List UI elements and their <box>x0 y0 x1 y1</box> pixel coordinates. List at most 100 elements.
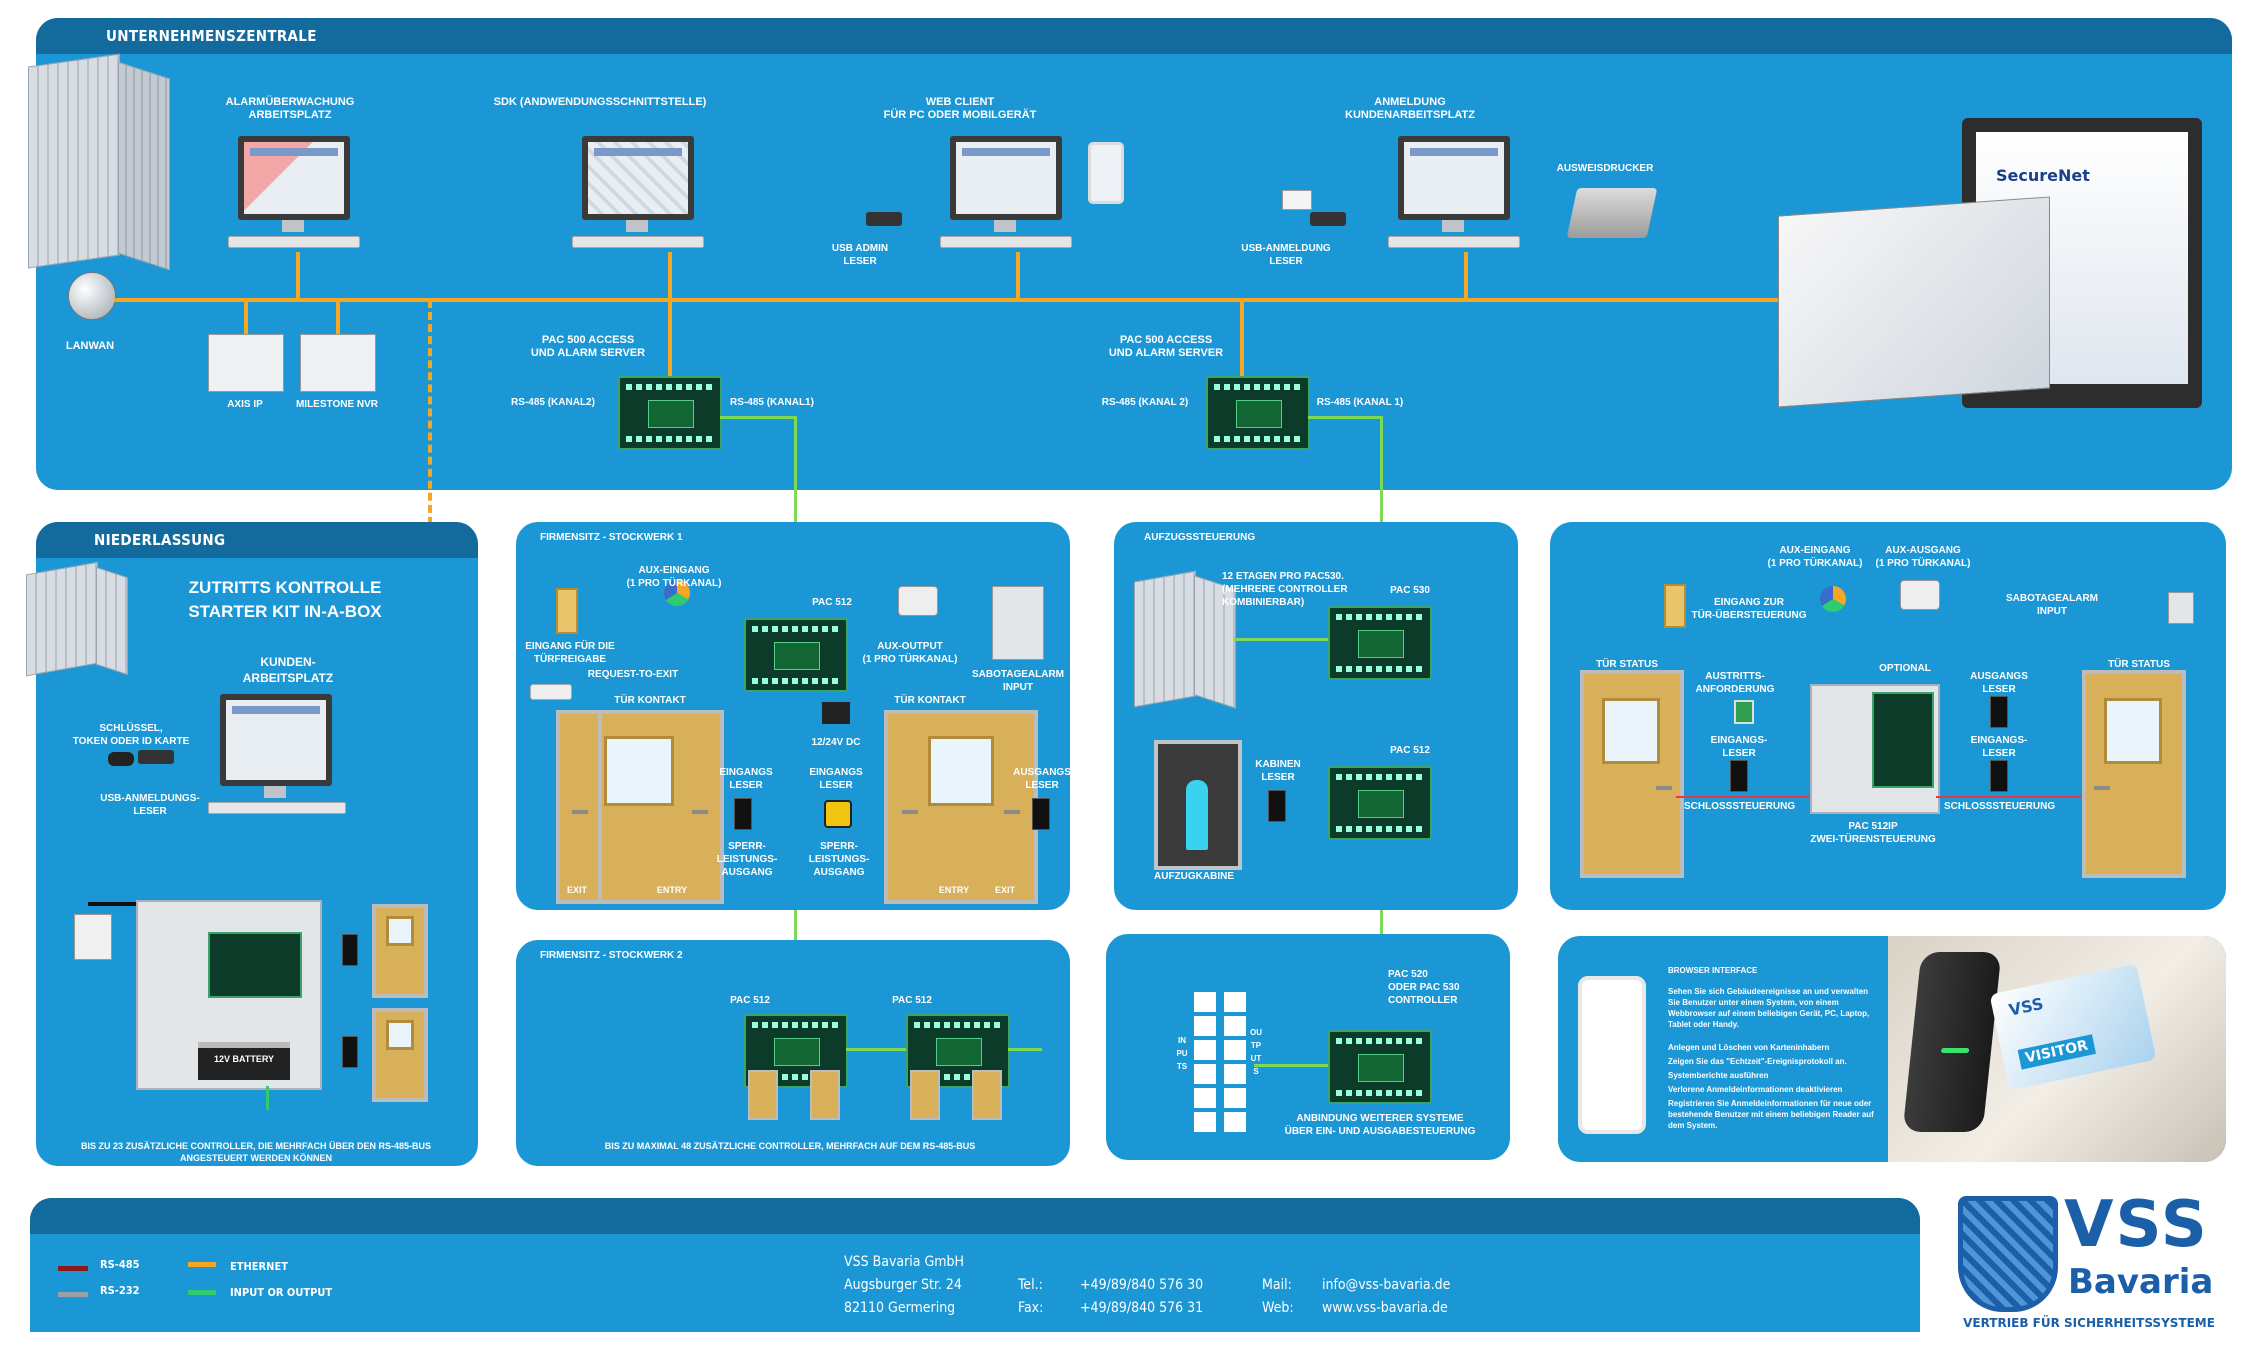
id-card-icon <box>1282 190 1312 210</box>
branch-door-2 <box>372 1008 428 1102</box>
schloss2-label: SCHLOSSSTEUERUNG <box>1944 801 2056 812</box>
panel-title: NIEDERLASSUNG <box>94 531 226 549</box>
lock-icon <box>824 800 852 828</box>
entry2-label: ENTRY <box>938 885 970 895</box>
reader-icon <box>342 934 358 966</box>
aux-input-icon <box>664 580 690 606</box>
pac512ip-enclosure <box>1810 684 1940 814</box>
rte-label: REQUEST-TO-EXIT <box>587 669 679 680</box>
pac512ip-label: PAC 512IP ZWEI-TÜRENSTEUERUNG <box>1810 821 1936 845</box>
door-release-icon <box>556 588 578 634</box>
pac512-aufzug-label: PAC 512 <box>1390 745 1430 756</box>
branch-building-side <box>96 566 128 676</box>
outputs-label: OUTPUTS <box>1250 1028 1262 1076</box>
eth-drop-web <box>1016 252 1020 300</box>
wall-reader <box>1902 952 2002 1132</box>
bullet-item: Systemberichte ausführen <box>1668 1071 1769 1080</box>
stock2-note: BIS ZU MAXIMAL 48 ZUSÄTZLICHE CONTROLLER… <box>604 1141 976 1151</box>
inputs-label: INPUTS <box>1176 1036 1188 1071</box>
logo-bavaria: Bavaria <box>2068 1262 2214 1302</box>
bullet-item: Verlorene Anmeldeinformationen deaktivie… <box>1668 1085 1843 1094</box>
company-city: 82110 Germering <box>844 1300 956 1316</box>
rs485-run-1-h <box>720 416 796 419</box>
pac520-controller <box>1328 1030 1432 1104</box>
entry1-label: ENTRY <box>656 885 688 895</box>
person-icon <box>1186 780 1208 850</box>
mail-link[interactable]: info@vss-bavaria.de <box>1322 1277 1451 1293</box>
legend-rs485: RS-485 <box>100 1258 140 1271</box>
web-link[interactable]: www.vss-bavaria.de <box>1322 1300 1448 1316</box>
web-label: Web: <box>1262 1300 1294 1316</box>
browser-bullets: Anlegen und Löschen von Karteninhabern Z… <box>1668 1042 1878 1131</box>
pac512a-label: PAC 512 <box>730 995 770 1006</box>
door-divider <box>598 710 602 904</box>
sdk-label: SDK (ANDWENDUNGSSCHNITTSTELLE) <box>493 96 707 108</box>
kabinen-leser-label: KABINEN LESER <box>1255 759 1301 783</box>
anmeldung-label: ANMELDUNG KUNDENARBEITSPLATZ <box>1345 96 1475 121</box>
etagen-link <box>1234 638 1328 641</box>
sabotage-label: SABOTAGEALARM INPUT <box>971 669 1065 693</box>
web-client-label: WEB CLIENT FÜR PC ODER MOBILGERÄT <box>883 96 1037 121</box>
exit-reader <box>1032 798 1050 830</box>
panel-io <box>1106 934 1510 1160</box>
battery-arrow-icon <box>266 1086 269 1110</box>
milestone-label: MILESTONE NVR <box>295 399 379 410</box>
elevator-cabin <box>1154 740 1242 870</box>
footer-strip <box>30 1198 1920 1234</box>
power-supply-icon <box>822 702 850 724</box>
austritt-label: AUSTRITTS- ANFORDERUNG <box>1695 671 1775 695</box>
usb-admin-reader-icon <box>866 212 902 226</box>
eth-drop-anmeldung <box>1464 252 1468 300</box>
pac512-aufzug <box>1328 766 1432 840</box>
browser-intro: Sehen Sie sich Gebäudeereignisse an und … <box>1668 987 1870 1029</box>
smartphone-icon <box>1088 142 1124 204</box>
browser-photo: VSS VISITOR <box>1888 936 2226 1162</box>
usb-anmeldung-label: USB-ANMELDUNG LESER <box>1241 243 1331 267</box>
battery-label: 12V BATTERY <box>213 1054 274 1064</box>
stockwerk2-title: FIRMENSITZ - STOCKWERK 2 <box>540 950 683 961</box>
alarm-workstation-label: ALARMÜBERWACHUNG ARBEITSPLATZ <box>225 96 355 121</box>
branch-building <box>26 561 98 677</box>
hq-building-side <box>118 61 170 271</box>
usb-anmeldung-reader-icon <box>1310 212 1346 226</box>
card-brand: VSS <box>2007 993 2046 1020</box>
legend-rs232: RS-232 <box>100 1284 140 1297</box>
siren-icon <box>1900 580 1940 610</box>
eth-drop-milestone <box>336 300 340 336</box>
phone-icon <box>1578 976 1646 1134</box>
eingangsleser2-label: EINGANGS LESER <box>809 767 863 791</box>
door-exit-entry-1 <box>556 710 724 904</box>
mini-door <box>910 1070 940 1120</box>
sperr2-label: SPERR- LEISTUNGS- AUSGANG <box>808 841 870 878</box>
pac500-controller-1 <box>618 376 722 450</box>
pac512ip-board <box>1872 692 1934 788</box>
hq-building <box>28 53 120 269</box>
ausweisdrucker-label: AUSWEISDRUCKER <box>1556 163 1654 174</box>
fax-value: +49/89/840 576 31 <box>1080 1300 1204 1316</box>
rs485-k2-label-a: RS-485 (KANAL2) <box>511 397 595 408</box>
aux-output-label: AUX-OUTPUT (1 PRO TÜRKANAL) <box>862 641 958 665</box>
sabotage-switch-icon <box>2168 592 2194 624</box>
exit2-label: EXIT <box>994 885 1015 895</box>
tel-label: Tel.: <box>1018 1277 1043 1293</box>
token-icon <box>108 752 134 766</box>
anbindung-label: ANBINDUNG WEITERER SYSTEME ÜBER EIN- UND… <box>1284 1113 1476 1137</box>
elevator-building <box>1134 570 1196 708</box>
entry-reader-1 <box>734 798 752 830</box>
door-release-icon <box>1664 584 1686 628</box>
legend-io-swatch <box>188 1290 216 1295</box>
legend-ethernet-swatch <box>188 1262 216 1267</box>
sabotage2-label: SABOTAGEALARM INPUT <box>2005 593 2099 617</box>
wire-right <box>1936 796 2082 798</box>
globe-icon <box>68 272 116 320</box>
legend-rs232-swatch <box>58 1292 88 1297</box>
usb-reader-icon <box>138 750 174 764</box>
axis-camera-icon <box>208 334 284 392</box>
eingang-uebersteuerung-label: EINGANG ZUR TÜR-ÜBERSTEUERUNG <box>1691 597 1807 621</box>
mail-label: Mail: <box>1262 1277 1292 1293</box>
bullet-item: Anlegen und Löschen von Karteninhabern <box>1668 1043 1830 1052</box>
usb-anmeldungs-label: USB-ANMELDUNGS- LESER <box>100 793 200 817</box>
eth-drop-axis <box>244 300 248 336</box>
entry-reader-z1 <box>1730 760 1748 792</box>
starter-kit-enclosure: 12V BATTERY <box>136 900 322 1090</box>
